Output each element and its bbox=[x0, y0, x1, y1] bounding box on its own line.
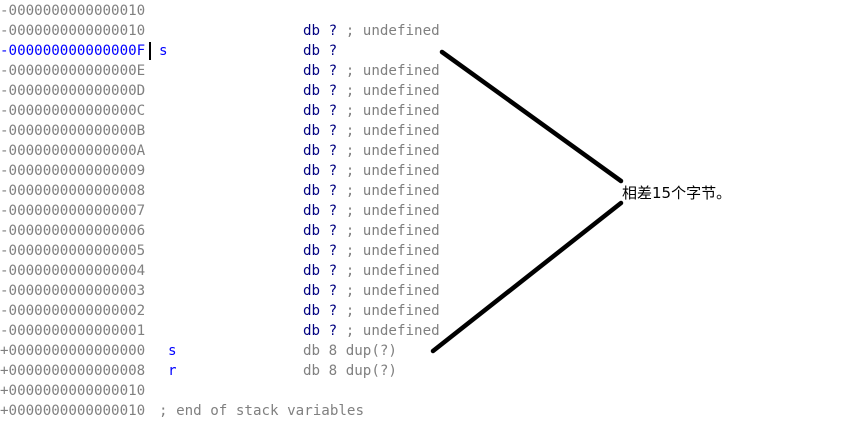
comment-text: ; undefined bbox=[345, 123, 440, 139]
offset-label: -000000000000000D bbox=[0, 83, 146, 99]
directive: db ? ; undefined bbox=[303, 281, 440, 301]
directive: db 8 dup(?) bbox=[303, 361, 397, 381]
directive-text: db ? bbox=[303, 223, 338, 239]
offset-label: -0000000000000005 bbox=[0, 243, 146, 259]
offset-label: +0000000000000010 bbox=[0, 383, 146, 399]
comment-text: ; undefined bbox=[345, 283, 440, 299]
directive: db ? ; undefined bbox=[303, 121, 440, 141]
directive: db ? bbox=[303, 41, 337, 61]
offset-label: -0000000000000004 bbox=[0, 263, 146, 279]
comment-text: ; undefined bbox=[345, 263, 440, 279]
directive-text: db ? bbox=[303, 123, 338, 139]
directive-text: db ? bbox=[303, 23, 338, 39]
comment-text: ; undefined bbox=[345, 223, 440, 239]
directive-text: db ? bbox=[303, 63, 338, 79]
directive-text: db ? bbox=[303, 163, 338, 179]
directive: db ? ; undefined bbox=[303, 261, 440, 281]
offset-label: -000000000000000F bbox=[0, 43, 146, 59]
directive-text: db ? bbox=[303, 203, 338, 219]
offset-label: -0000000000000002 bbox=[0, 303, 146, 319]
directive-text: db ? bbox=[303, 103, 338, 119]
directive: db ? ; undefined bbox=[303, 141, 440, 161]
directive: db ? ; undefined bbox=[303, 221, 440, 241]
offset-label: -0000000000000006 bbox=[0, 223, 146, 239]
comment-text: ; undefined bbox=[345, 183, 440, 199]
annotation-line-lower bbox=[430, 200, 624, 354]
variable-name[interactable]: s bbox=[159, 43, 168, 59]
offset-label: -000000000000000E bbox=[0, 63, 146, 79]
comment-text: ; undefined bbox=[345, 103, 440, 119]
directive-text: db ? bbox=[303, 183, 338, 199]
directive: db ? ; undefined bbox=[303, 81, 440, 101]
directive: db ? ; undefined bbox=[303, 301, 440, 321]
directive-text: db ? bbox=[303, 323, 338, 339]
directive-text: db ? bbox=[303, 83, 338, 99]
directive-text: db ? bbox=[303, 243, 338, 259]
comment-text: ; undefined bbox=[345, 143, 440, 159]
directive: db ? ; undefined bbox=[303, 101, 440, 121]
directive: db ? ; undefined bbox=[303, 21, 440, 41]
directive: db ? ; undefined bbox=[303, 161, 440, 181]
offset-label: +0000000000000010 bbox=[0, 403, 146, 419]
offset-label: -000000000000000A bbox=[0, 143, 146, 159]
offset-label: -0000000000000008 bbox=[0, 183, 146, 199]
directive: db ? ; undefined bbox=[303, 321, 440, 341]
offset-label: -0000000000000010 bbox=[0, 3, 146, 19]
offset-label: -000000000000000B bbox=[0, 123, 146, 139]
variable-name[interactable]: s bbox=[168, 343, 177, 359]
directive-text: db ? bbox=[303, 263, 338, 279]
annotation-note: 相差15个字节。 bbox=[622, 184, 732, 202]
offset-label: -0000000000000009 bbox=[0, 163, 146, 179]
comment-text: ; undefined bbox=[345, 243, 440, 259]
comment-text: ; undefined bbox=[345, 203, 440, 219]
directive: db ? ; undefined bbox=[303, 61, 440, 81]
directive-text: db ? bbox=[303, 43, 338, 59]
offset-label: -0000000000000010 bbox=[0, 23, 146, 39]
offset-label: +0000000000000008 bbox=[0, 363, 146, 379]
directive-text: db ? bbox=[303, 143, 338, 159]
directive-text: db 8 dup(?) bbox=[303, 343, 397, 359]
comment-text: ; undefined bbox=[345, 23, 440, 39]
comment-text: ; undefined bbox=[345, 83, 440, 99]
comment-text: ; undefined bbox=[345, 163, 440, 179]
directive-text: db ? bbox=[303, 303, 338, 319]
offset-label: -0000000000000003 bbox=[0, 283, 146, 299]
offset-label: +0000000000000000 bbox=[0, 343, 146, 359]
directive-text: db ? bbox=[303, 283, 338, 299]
comment-text: ; undefined bbox=[345, 323, 440, 339]
comment-text: ; undefined bbox=[345, 63, 440, 79]
comment-text: ; undefined bbox=[345, 303, 440, 319]
offset-label: -0000000000000007 bbox=[0, 203, 146, 219]
offset-label: -000000000000000C bbox=[0, 103, 146, 119]
directive: db ? ; undefined bbox=[303, 181, 440, 201]
directive: db ? ; undefined bbox=[303, 241, 440, 261]
variable-name[interactable]: r bbox=[168, 363, 177, 379]
end-comment: ; end of stack variables bbox=[159, 403, 364, 419]
annotation-line-upper bbox=[439, 49, 624, 184]
directive-text: db 8 dup(?) bbox=[303, 363, 397, 379]
directive: db 8 dup(?) bbox=[303, 341, 397, 361]
text-cursor bbox=[149, 42, 151, 60]
offset-label: -0000000000000001 bbox=[0, 323, 146, 339]
directive: db ? ; undefined bbox=[303, 201, 440, 221]
